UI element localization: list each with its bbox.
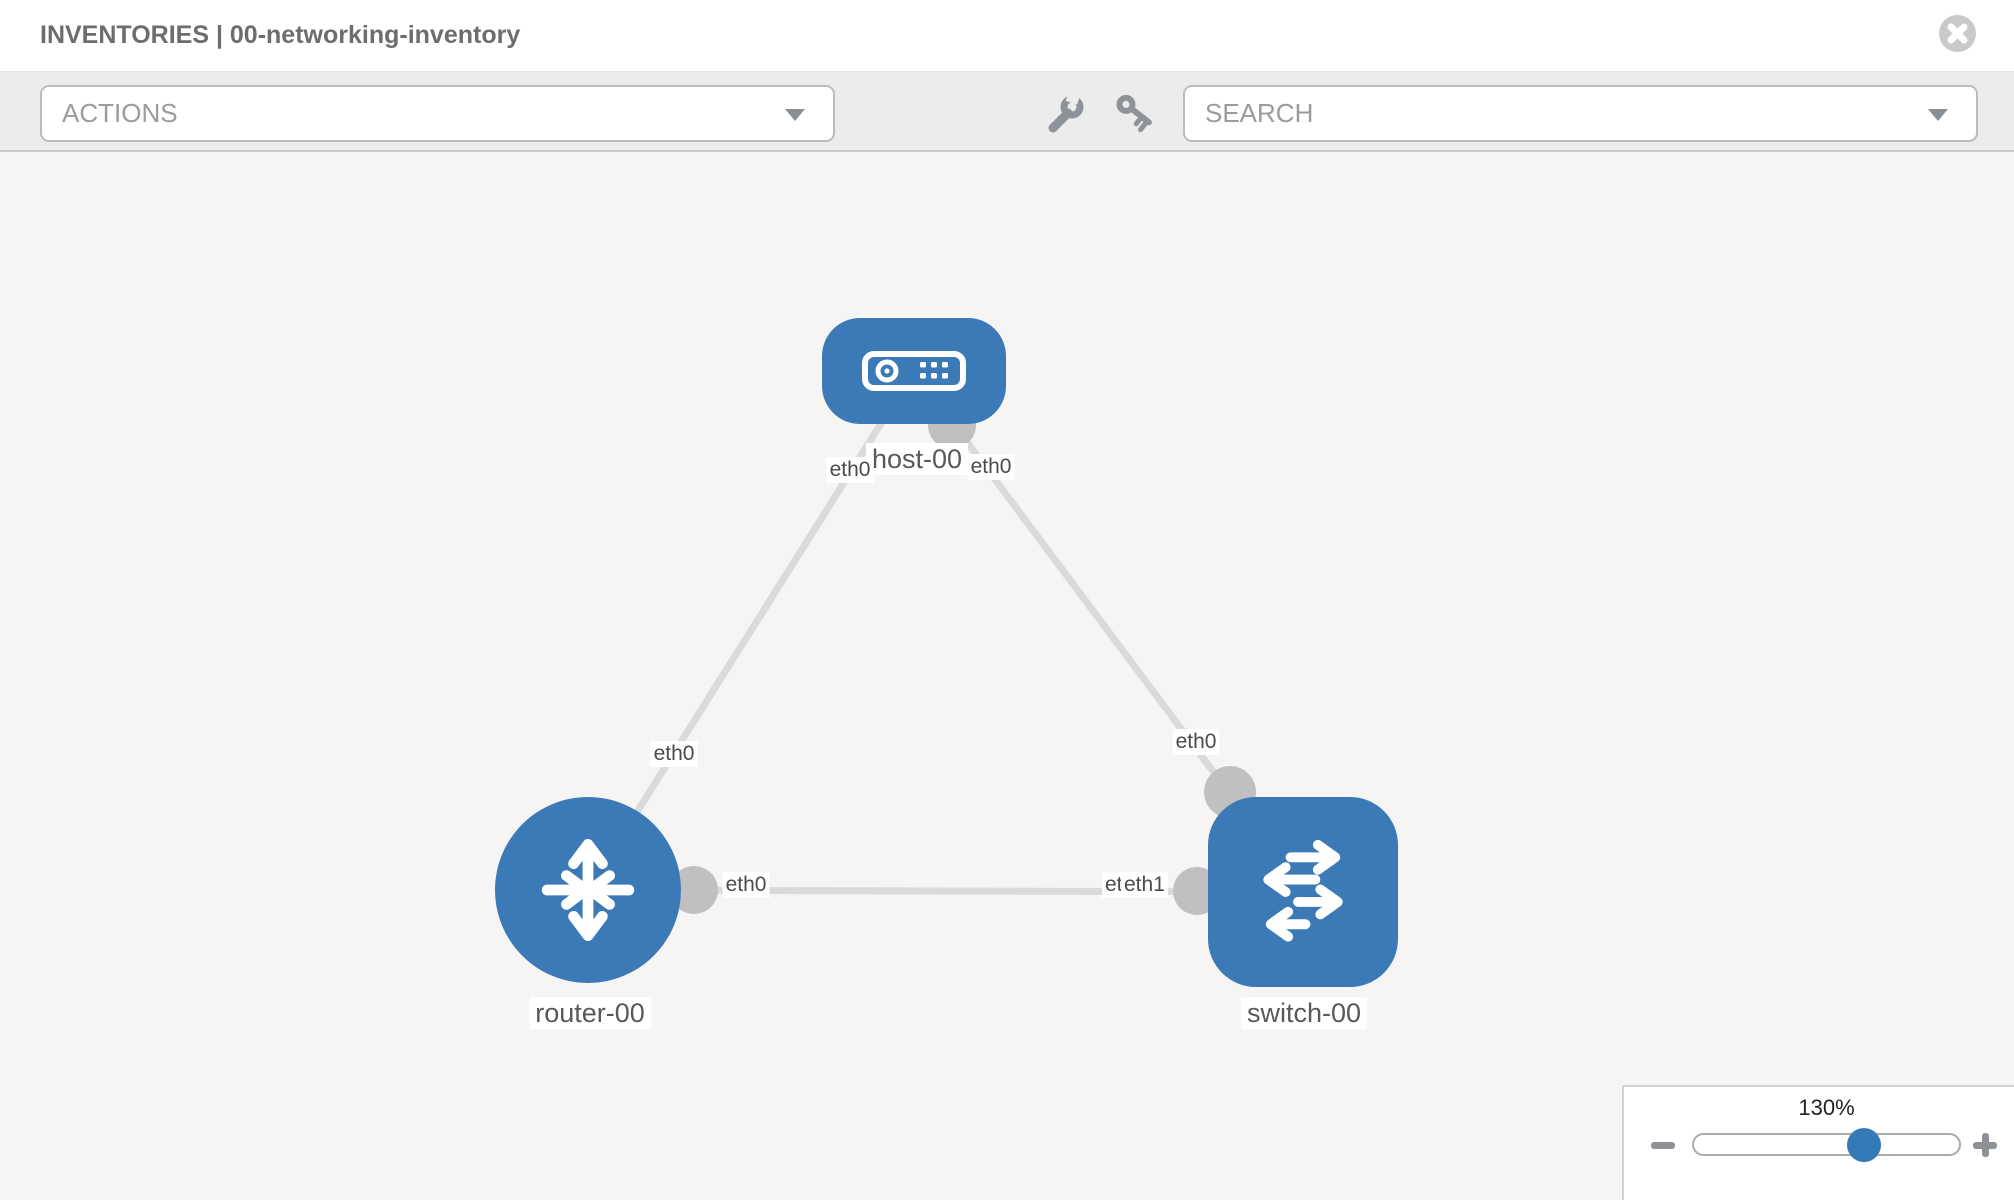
zoom-in-button[interactable] — [1968, 1128, 2002, 1162]
topology-canvas[interactable]: host-00 router-00 switch-00 eth0 eth0 et… — [0, 152, 2014, 1200]
close-button[interactable] — [1939, 15, 1976, 52]
close-x-icon — [1947, 23, 1968, 44]
zoom-level-value: 130% — [1798, 1095, 1855, 1120]
key-button[interactable] — [1113, 92, 1157, 136]
node-router-00[interactable] — [495, 797, 681, 983]
interface-label: eth0 — [1172, 729, 1220, 755]
node-switch-00[interactable] — [1208, 797, 1398, 987]
header-bar: INVENTORIES | 00-networking-inventory — [0, 0, 2014, 72]
wrench-icon — [1048, 90, 1084, 133]
interface-label: eth0 — [826, 457, 874, 483]
zoom-out-button[interactable] — [1646, 1128, 1680, 1162]
node-label-router: router-00 — [529, 997, 651, 1029]
chevron-down-icon — [785, 108, 805, 121]
page-title: INVENTORIES | 00-networking-inventory — [40, 21, 521, 49]
interface-label: eth0 — [967, 454, 1015, 480]
host-device-icon — [862, 351, 966, 391]
node-label-switch: switch-00 — [1240, 997, 1368, 1029]
key-icon — [1116, 94, 1152, 133]
actions-dropdown-label: ACTIONS — [62, 98, 178, 128]
switch-icon — [1263, 839, 1343, 942]
interface-label: eth1 — [1121, 872, 1168, 898]
connector-dot-router — [670, 866, 718, 914]
wrench-button[interactable] — [1043, 90, 1087, 136]
minus-icon — [1651, 1142, 1675, 1149]
zoom-slider-track[interactable] — [1692, 1133, 1961, 1156]
node-label-host: host-00 — [865, 443, 969, 475]
router-icon — [541, 839, 635, 941]
toolbar: ACTIONS SEARCH — [0, 72, 2014, 152]
interface-label: eth0 — [722, 872, 770, 898]
plus-icon — [1981, 1133, 1989, 1157]
chevron-down-icon — [1928, 108, 1948, 121]
search-dropdown[interactable]: SEARCH — [1183, 85, 1978, 142]
actions-dropdown[interactable]: ACTIONS — [40, 85, 835, 142]
links-layer — [585, 368, 1306, 915]
interface-label: eth0 — [650, 741, 698, 767]
node-host-00[interactable] — [822, 318, 1006, 424]
search-dropdown-label: SEARCH — [1205, 98, 1314, 128]
zoom-panel: 130% — [1622, 1085, 2014, 1200]
zoom-slider-handle[interactable] — [1847, 1128, 1881, 1162]
